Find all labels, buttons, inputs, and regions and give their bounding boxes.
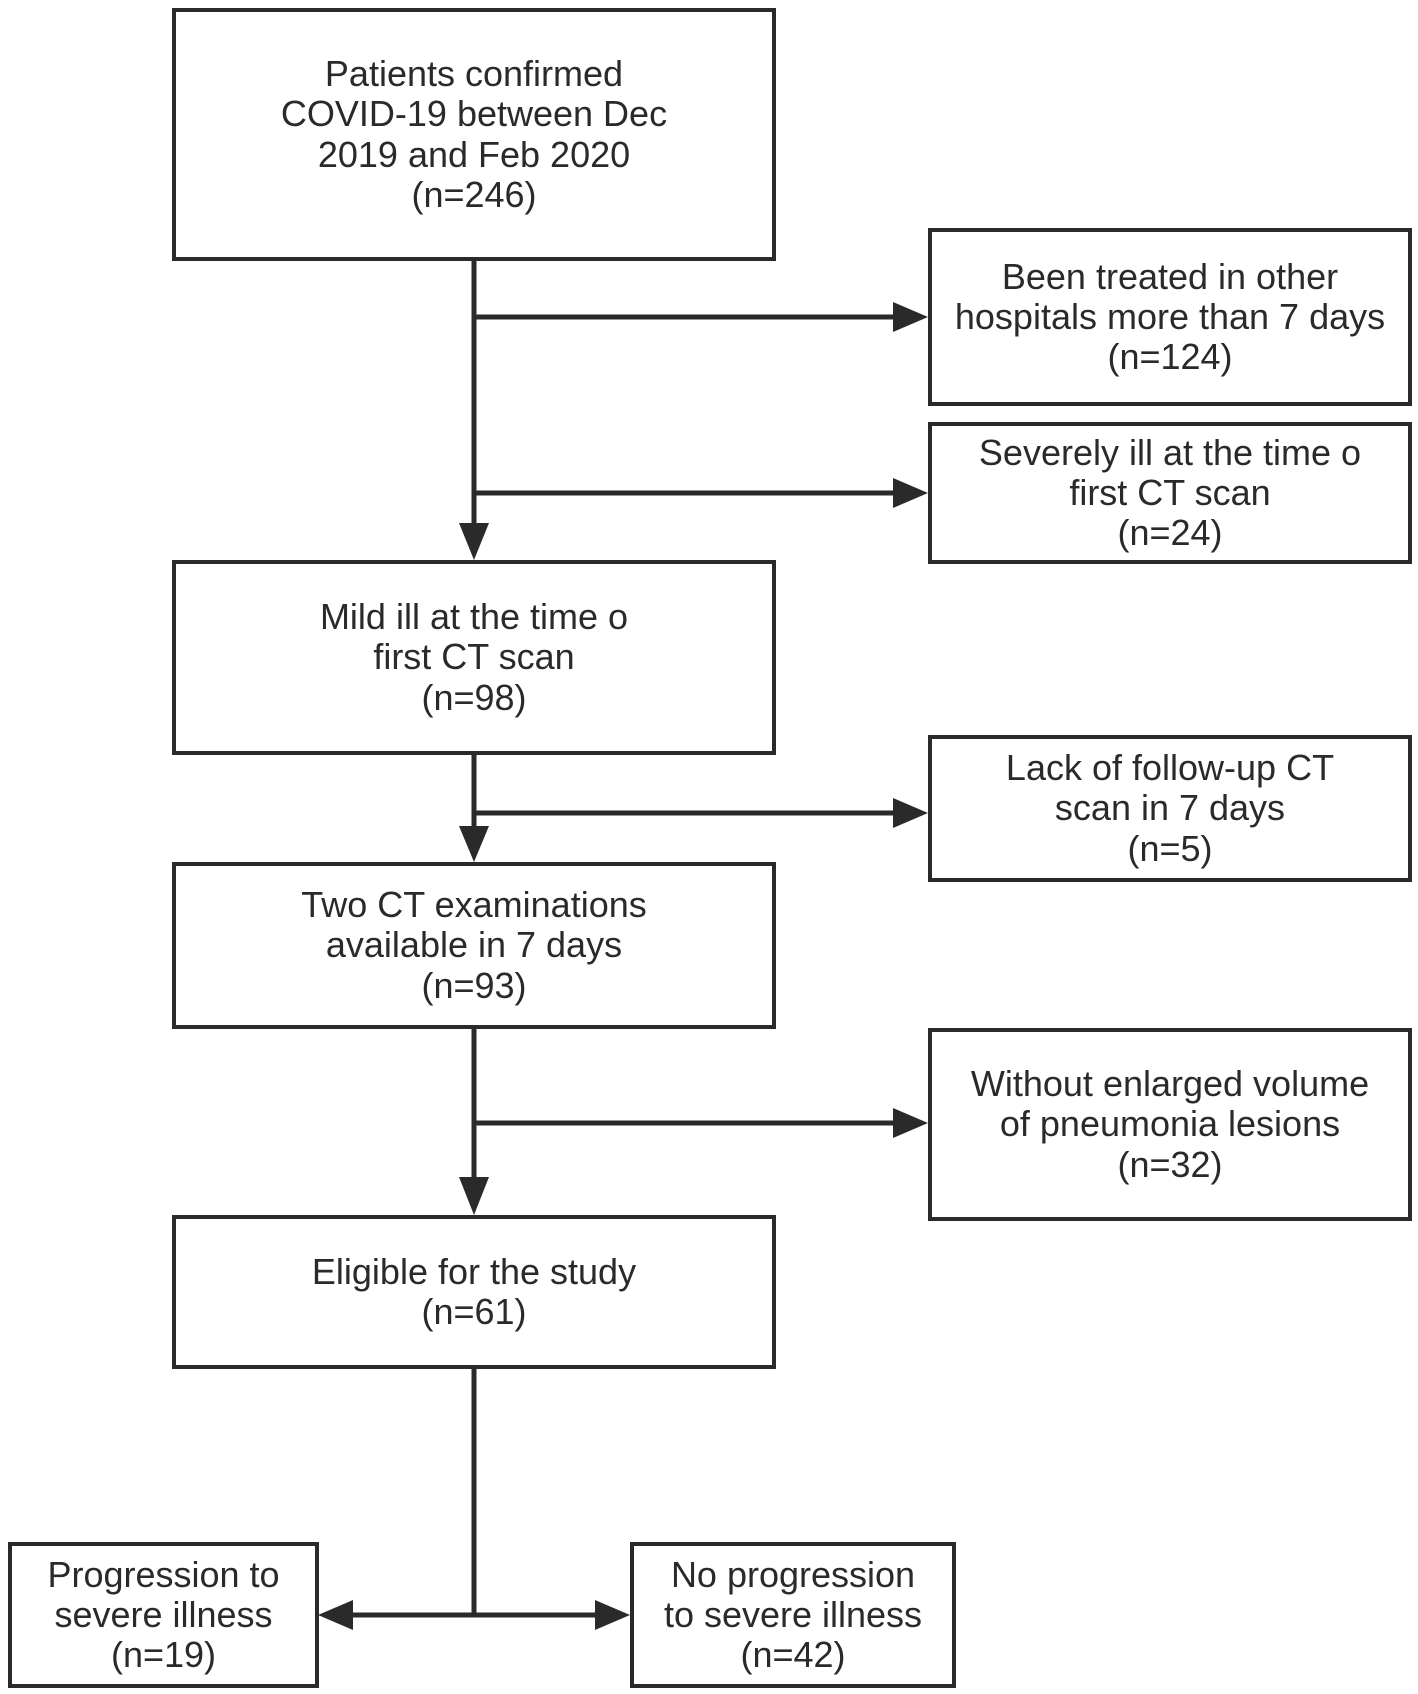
box-line: COVID-19 between Dec <box>280 93 668 135</box>
box-eligible: Eligible for the study (n=61) <box>172 1215 776 1369</box>
box-line: Severely ill at the time o <box>978 431 1362 473</box>
box-line: Mild ill at the time o <box>319 596 629 638</box>
box-mild-ill: Mild ill at the time o first CT scan (n=… <box>172 560 776 755</box>
box-treated-other-hospitals: Been treated in other hospitals more tha… <box>928 228 1412 406</box>
arrowhead-lack <box>893 798 928 828</box>
box-line: Been treated in other <box>1001 255 1339 297</box>
box-line: of pneumonia lesions <box>999 1103 1341 1145</box>
box-without-enlarged: Without enlarged volume of pneumonia les… <box>928 1028 1412 1221</box>
arrowhead-no-progression <box>595 1600 630 1630</box>
box-line: (n=32) <box>1117 1143 1223 1185</box>
box-line: scan in 7 days <box>1054 787 1286 829</box>
box-line: (n=93) <box>421 964 527 1006</box>
box-progression: Progression to severe illness (n=19) <box>8 1542 319 1688</box>
box-line: (n=98) <box>421 676 527 718</box>
box-line: (n=5) <box>1127 827 1213 869</box>
box-line: Patients confirmed <box>324 52 624 94</box>
box-line: (n=61) <box>421 1291 527 1332</box>
box-severely-ill: Severely ill at the time o first CT scan… <box>928 422 1412 564</box>
box-line: Two CT examinations <box>301 884 647 926</box>
box-two-ct: Two CT examinations available in 7 days … <box>172 862 776 1029</box>
box-line: (n=124) <box>1107 336 1233 378</box>
box-line: 2019 and Feb 2020 <box>317 133 631 175</box>
box-line: to severe illness <box>663 1593 923 1635</box>
box-line: severe illness <box>54 1593 273 1635</box>
arrowhead-treated <box>893 302 928 332</box>
arrowhead-severe <box>893 478 928 508</box>
box-no-progression: No progression to severe illness (n=42) <box>630 1542 956 1688</box>
arrowhead-without <box>893 1108 928 1138</box>
box-line: Progression to <box>47 1553 280 1595</box>
box-line: (n=246) <box>411 173 537 215</box>
box-line: (n=24) <box>1117 512 1223 554</box>
arrowhead-eligible <box>459 1177 489 1215</box>
box-line: (n=42) <box>740 1634 846 1676</box>
box-line: Lack of follow-up CT <box>1005 747 1335 789</box>
box-patients-confirmed: Patients confirmed COVID-19 between Dec … <box>172 8 776 261</box>
arrowhead-two-ct <box>459 826 489 862</box>
arrowhead-progression <box>318 1600 353 1630</box>
box-line: (n=19) <box>110 1634 217 1676</box>
box-line: first CT scan <box>373 636 575 678</box>
box-line: No progression <box>670 1553 916 1595</box>
box-lack-followup: Lack of follow-up CT scan in 7 days (n=5… <box>928 735 1412 882</box>
box-line: first CT scan <box>1069 471 1271 513</box>
box-line: available in 7 days <box>325 924 623 966</box>
arrowhead-mild <box>459 523 489 560</box>
box-line: Eligible for the study <box>311 1250 637 1292</box>
box-line: Without enlarged volume <box>970 1063 1370 1105</box>
box-line: hospitals more than 7 days <box>954 295 1386 337</box>
